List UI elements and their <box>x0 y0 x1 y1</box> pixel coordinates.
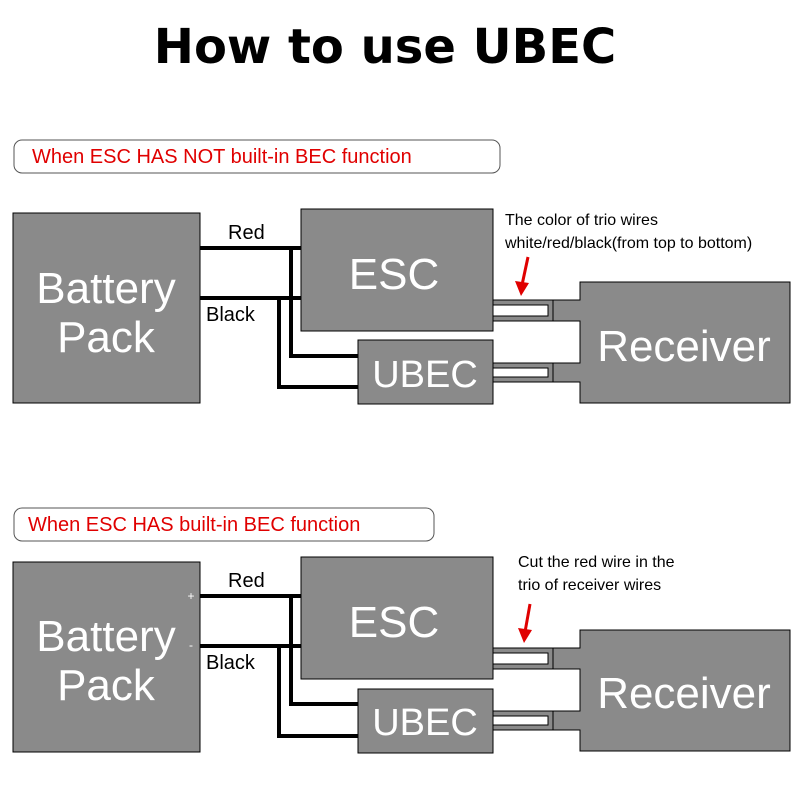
battery-label-line1: Battery <box>36 264 175 313</box>
ubec-box <box>357 339 494 405</box>
esc-box <box>300 556 494 680</box>
section-title-box <box>13 507 435 542</box>
note-line2: white/red/black(from top to bottom) <box>504 235 752 252</box>
battery-pack-box <box>12 212 201 404</box>
page-title: How to use UBEC <box>154 19 616 75</box>
diagram-with-bec: When ESC HAS built-in BEC function Batte… <box>12 507 791 754</box>
note-line1: Cut the red wire in the <box>518 554 675 571</box>
arrow-icon <box>515 256 530 296</box>
wire-label-red: Red <box>228 570 265 592</box>
wire-label-black: Black <box>206 652 256 674</box>
power-wires <box>200 246 360 389</box>
esc-label: ESC <box>349 598 439 647</box>
note-line1: The color of trio wires <box>505 212 658 229</box>
section-title-box <box>13 139 501 174</box>
diagram-no-bec: When ESC HAS NOT built-in BEC function B… <box>12 139 791 405</box>
battery-label-line1: Battery <box>36 612 175 661</box>
battery-label-line2: Pack <box>57 313 156 362</box>
receiver-label: Receiver <box>597 322 771 371</box>
receiver-shape <box>492 281 791 404</box>
ubec-label: UBEC <box>372 354 478 396</box>
receiver-shape <box>492 629 791 752</box>
battery-minus-terminal: - <box>189 638 193 652</box>
battery-label-line2: Pack <box>57 661 156 710</box>
wire-label-black: Black <box>206 304 256 326</box>
power-wires <box>200 594 360 738</box>
section-title: When ESC HAS built-in BEC function <box>28 514 360 536</box>
ubec-label: UBEC <box>372 702 478 744</box>
battery-plus-terminal: + <box>187 589 194 603</box>
esc-label: ESC <box>349 250 439 299</box>
section-title: When ESC HAS NOT built-in BEC function <box>32 146 412 168</box>
esc-box <box>300 208 494 332</box>
ubec-box <box>357 688 494 754</box>
battery-pack-box <box>12 561 201 753</box>
note-line2: trio of receiver wires <box>518 577 661 594</box>
wire-label-red: Red <box>228 222 265 244</box>
receiver-label: Receiver <box>597 669 771 718</box>
arrow-icon <box>518 603 532 643</box>
